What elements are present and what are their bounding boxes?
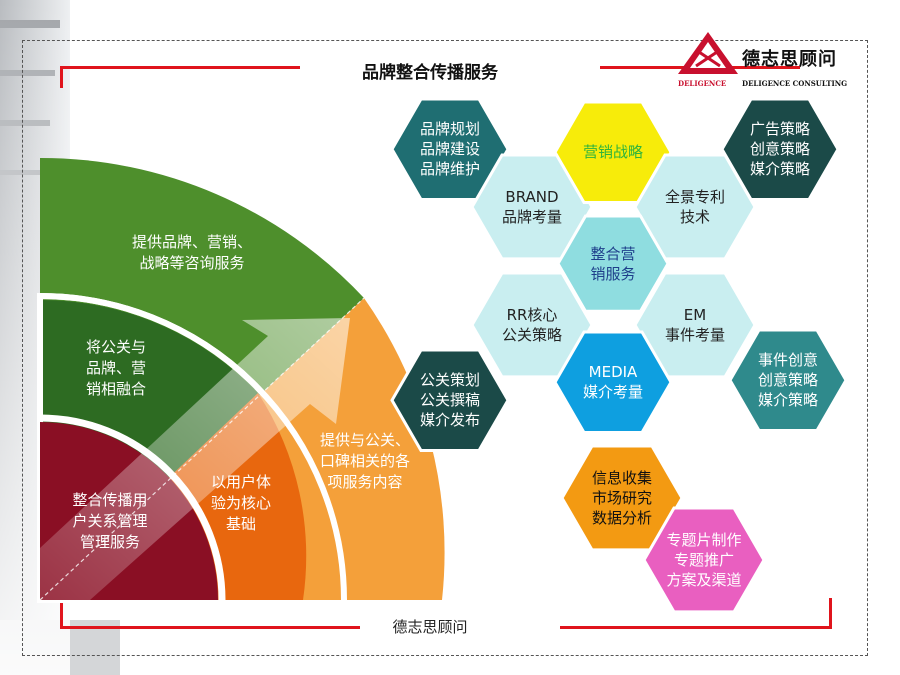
hexagon-label-ad-strategy: 广告策略 创意策略 媒介策略 (749, 119, 810, 178)
hexagon-label-integrated-marketing: 整合营 销服务 (590, 244, 636, 283)
company-logo-icon (678, 32, 738, 74)
hexagon-label-brand: BRAND 品牌考量 (501, 187, 562, 226)
red-line-bottom-left (60, 626, 360, 629)
logo-name-cn: 德志思顾问 (742, 49, 837, 70)
hexagon-special-film (642, 506, 766, 614)
hexagon-rr (470, 271, 594, 379)
hexagon-event-creative (728, 328, 848, 432)
red-line-bottom-right-tick (829, 598, 832, 629)
hexagon-info-collection (560, 444, 684, 552)
hexagon-brand (470, 153, 594, 261)
fan-middle-text: 将公关与 品牌、营 销相融合 (85, 338, 146, 398)
dashed-frame (22, 40, 868, 656)
growth-arrow-icon (40, 318, 350, 600)
hexagon-pr-planning (390, 348, 510, 452)
fan-outer-text: 提供品牌、营销、 战略等咨询服务 (131, 233, 252, 272)
hexagon-label-event-creative: 事件创意 创意策略 媒介策略 (757, 350, 818, 409)
red-line-bottom-right (560, 626, 832, 629)
hexagon-label-panorama: 全景专利 技术 (664, 187, 725, 226)
hexagon-label-special-film: 专题片制作 专题推广 方案及渠道 (666, 530, 742, 589)
hexagon-brand-planning (390, 97, 510, 201)
hexagon-label-marketing-strategy: 营销战略 (582, 142, 643, 161)
hexagon-label-brand-planning: 品牌规划 品牌建设 品牌维护 (419, 119, 480, 178)
hexagon-ad-strategy (720, 97, 840, 201)
logo-name-en-left: DELIGENCE (678, 79, 727, 88)
fan-orange-outer-text: 提供与公关、 口碑相关的各 项服务内容 (319, 431, 410, 491)
red-line-top-left (60, 66, 300, 69)
logo-name-en-right: DELIGENCE CONSULTING (742, 79, 848, 88)
fan-inner-text: 整合传播用 户关系管理 管理服务 (72, 491, 148, 551)
hexagon-label-media: MEDIA 媒介考量 (582, 362, 643, 401)
footer-company: 德志思顾问 (392, 618, 468, 636)
hexagon-media (553, 330, 673, 434)
fan-orange-inner-text: 以用户体 验为核心 基础 (210, 473, 271, 533)
hexagon-label-info-collection: 信息收集 市场研究 数据分析 (591, 468, 652, 527)
red-line-top-left-tick (60, 66, 63, 88)
page-title: 品牌整合传播服务 (362, 63, 498, 83)
hexagon-label-rr: RR核心 公关策略 (501, 305, 562, 344)
red-line-bottom-left-tick (60, 600, 63, 629)
hexagon-label-em: EM 事件考量 (664, 305, 725, 344)
hexagon-label-pr-planning: 公关策划 公关撰稿 媒介发布 (419, 370, 480, 429)
hexagon-marketing-strategy (553, 100, 673, 204)
